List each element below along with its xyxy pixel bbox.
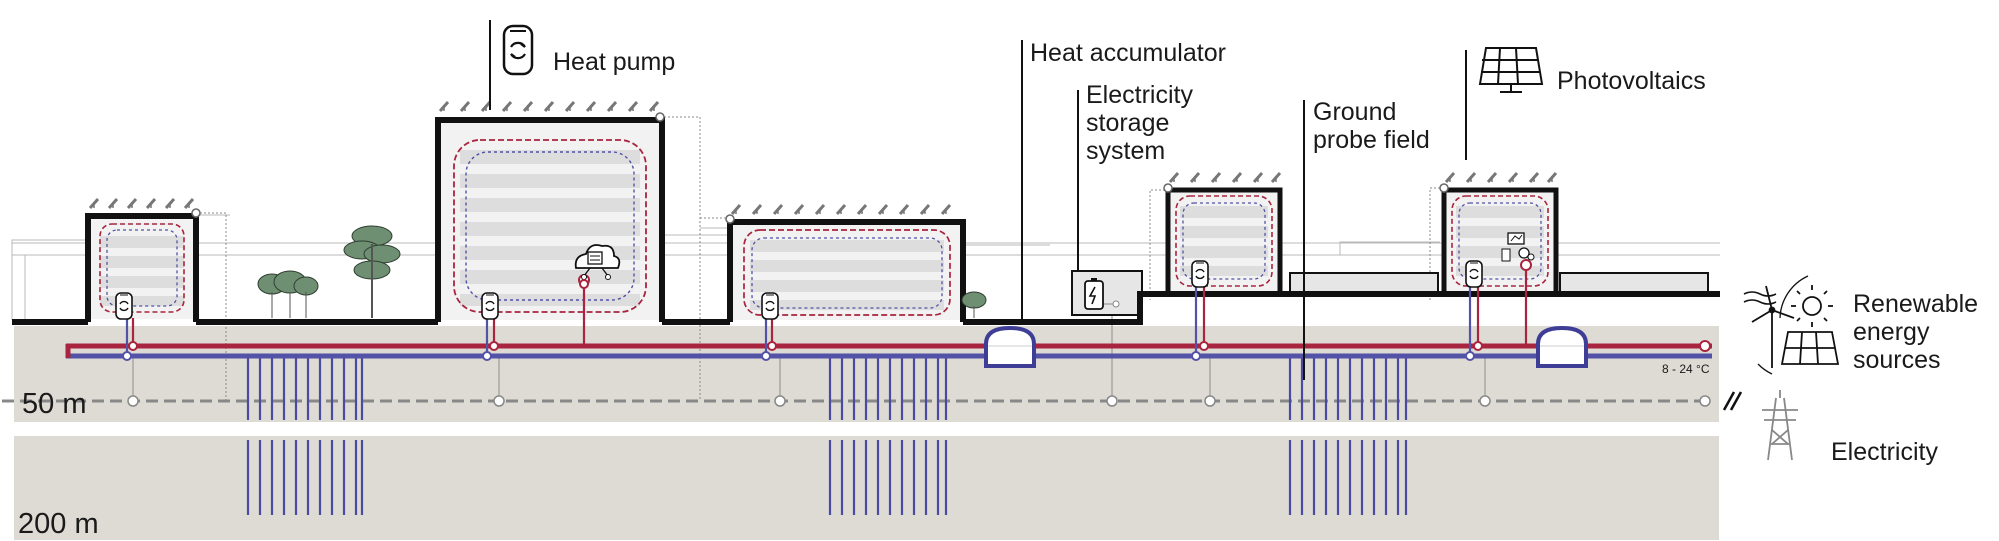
roof-sensor-nodes bbox=[191, 112, 1449, 224]
cloud-control-icon bbox=[574, 244, 621, 289]
ground-probe-field-label-line2: probe field bbox=[1313, 126, 1430, 154]
renewable-label-line2: energy bbox=[1853, 318, 1930, 346]
renewable-label-line1: Renewable bbox=[1853, 290, 1979, 318]
building-1 bbox=[85, 213, 199, 322]
battery-icon bbox=[1084, 278, 1120, 310]
heat-pump-icon bbox=[1465, 260, 1483, 288]
depth-50m-label: 50 m bbox=[22, 388, 87, 420]
electricity-storage-label-line2: storage bbox=[1086, 109, 1170, 137]
heat-pump-icon bbox=[761, 292, 779, 320]
building-3 bbox=[727, 219, 966, 322]
heat-pump-icon bbox=[502, 24, 534, 76]
building-4 bbox=[1165, 187, 1283, 296]
solar-panel-icon bbox=[1780, 331, 1840, 365]
connector-lines bbox=[132, 300, 1486, 401]
break-mark-2 bbox=[1729, 391, 1743, 411]
electricity-storage-label-line3: system bbox=[1086, 137, 1166, 165]
ground-probe-field-right bbox=[1288, 358, 1408, 515]
tree-shrub bbox=[961, 291, 987, 318]
heat-accumulator-tank-2 bbox=[1536, 325, 1588, 368]
ground-probe-field-middle bbox=[828, 358, 948, 515]
depth-200m-label: 200 m bbox=[18, 508, 99, 540]
ground-probe-field-label-line1: Ground bbox=[1313, 98, 1397, 126]
pylon-icon bbox=[1762, 390, 1798, 461]
photovoltaics-label: Photovoltaics bbox=[1557, 67, 1706, 95]
temperature-range-label: 8 - 24 °C bbox=[1662, 362, 1710, 376]
tree-tall bbox=[343, 225, 401, 318]
heat-pump-icon bbox=[115, 292, 133, 320]
break-mark bbox=[1722, 391, 1736, 411]
control-device-icon bbox=[1501, 232, 1535, 262]
heat-pump-icon bbox=[1191, 260, 1209, 288]
heat-pump-label: Heat pump bbox=[553, 48, 676, 76]
heat-accumulator-label: Heat accumulator bbox=[1030, 39, 1226, 67]
wind-turbine-icon bbox=[1751, 285, 1795, 368]
sun-icon bbox=[1791, 285, 1833, 327]
solar-panel-icon bbox=[1478, 47, 1544, 93]
building-2 bbox=[435, 117, 665, 322]
heat-pump-icon bbox=[481, 292, 499, 320]
heat-accumulator-tank-1 bbox=[984, 325, 1036, 368]
ground-probe-field-left bbox=[246, 358, 364, 515]
connector-nodes bbox=[127, 395, 1711, 407]
tree-group-small bbox=[257, 270, 319, 318]
ground-surface-line-5 bbox=[963, 291, 1720, 325]
label-leader-lines bbox=[489, 20, 1467, 380]
electricity-storage-label-line1: Electricity bbox=[1086, 81, 1193, 109]
pipe-junctions bbox=[122, 259, 1711, 361]
building-5 bbox=[1441, 187, 1559, 296]
electricity-label: Electricity bbox=[1831, 438, 1938, 466]
renewable-label-line3: sources bbox=[1853, 346, 1941, 374]
wind-icon bbox=[1743, 291, 1777, 305]
